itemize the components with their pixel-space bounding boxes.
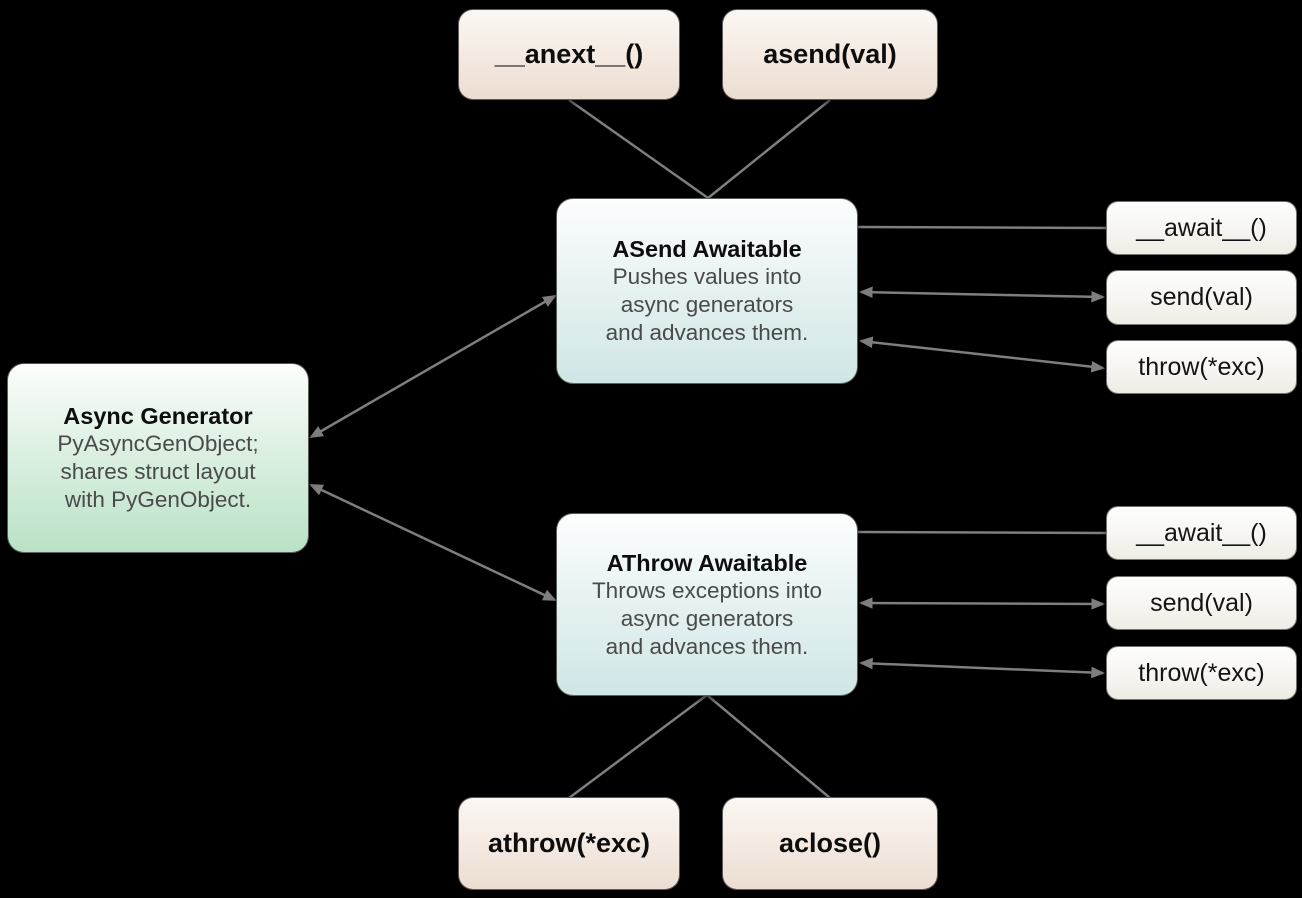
asend-awaitable-body-line: async generators (620, 292, 794, 317)
node-asend-await-method: __await__() (1106, 201, 1297, 255)
connector-asend-awaitable-send (858, 286, 1106, 303)
async-generator-body-line: shares struct layout (60, 459, 256, 484)
node-asend-throw-method: throw(*exc) (1106, 340, 1297, 394)
node-athrow-await-method: __await__() (1106, 506, 1297, 560)
connector-anext-to-asend-awaitable (568, 98, 709, 200)
connector-athrow-awaitable-await (856, 530, 1108, 535)
connector-asyncgen-asend-awaitable (309, 294, 557, 439)
connector-athrow-awaitable-send (858, 597, 1106, 610)
connector-asend-awaitable-throw (858, 336, 1106, 373)
node-aclose-label: aclose() (778, 828, 882, 858)
connector-athrow-awaitable-throw (858, 657, 1106, 679)
node-athrow: athrow(*exc) (458, 797, 680, 890)
athrow-send-label: send(val) (1150, 588, 1253, 617)
node-anext-label: __anext__() (494, 39, 644, 69)
node-athrow-awaitable: AThrow Awaitable Throws exceptions into … (556, 513, 858, 696)
athrow-awaitable-body-line: and advances them. (605, 633, 809, 659)
node-anext: __anext__() (458, 9, 680, 100)
asend-awaitable-body-line: and advances them. (605, 320, 809, 345)
asend-awaitable-body-line: Pushes values into (612, 264, 802, 289)
node-asend-send-method: send(val) (1106, 270, 1297, 325)
node-asend-awaitable: ASend Awaitable Pushes values into async… (556, 198, 858, 384)
connector-athrow-awaitable-aclose (706, 694, 831, 799)
connector-athrow-awaitable-athrow (568, 693, 708, 800)
node-athrow-send-method: send(val) (1106, 576, 1297, 630)
async-generator-title: Async Generator (63, 403, 253, 429)
connector-asend-to-asend-awaitable (707, 99, 831, 199)
asend-send-label: send(val) (1150, 283, 1253, 311)
athrow-throw-label: throw(*exc) (1138, 658, 1265, 687)
athrow-awaitable-body-line: async generators (620, 605, 794, 631)
node-athrow-throw-method: throw(*exc) (1106, 646, 1297, 700)
async-generator-body-line: PyAsyncGenObject; (57, 431, 259, 456)
node-asend: asend(val) (722, 9, 938, 100)
athrow-awaitable-body-line: Throws exceptions into (591, 577, 823, 603)
node-aclose: aclose() (722, 797, 938, 890)
node-asend-label: asend(val) (763, 39, 897, 69)
connector-asend-awaitable-await (856, 225, 1108, 230)
asend-throw-label: throw(*exc) (1138, 352, 1265, 381)
async-generator-body-line: with PyGenObject. (64, 487, 252, 512)
node-async-generator: Async Generator PyAsyncGenObject; shares… (7, 363, 309, 553)
asend-awaitable-title: ASend Awaitable (612, 236, 802, 262)
connector-asyncgen-athrow-awaitable (309, 483, 557, 602)
asend-await-label: __await__() (1136, 213, 1267, 242)
node-athrow-label: athrow(*exc) (487, 828, 651, 858)
athrow-awaitable-title: AThrow Awaitable (606, 549, 808, 576)
athrow-await-label: __await__() (1136, 518, 1267, 547)
